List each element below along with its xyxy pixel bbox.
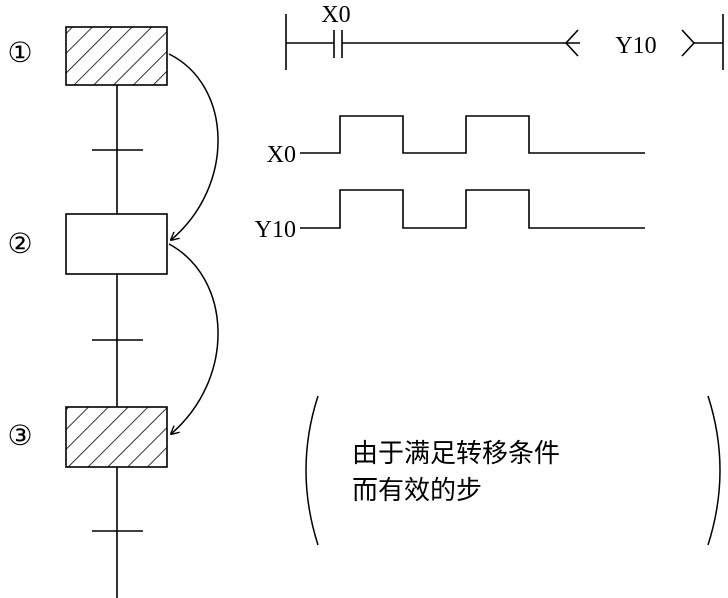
timing-label-x0: X0: [267, 142, 296, 168]
note-line-2: 而有效的步: [352, 476, 482, 506]
step-box-3: [65, 406, 168, 468]
waveform-y10: [300, 189, 645, 229]
transfer-arrow-2: [168, 243, 219, 434]
coil-left-bracket: [564, 29, 579, 57]
transfer-arrow-1: [168, 53, 219, 240]
step-box-1: [65, 26, 168, 86]
contact-label: X0: [321, 2, 350, 28]
step-label-3: ③: [7, 421, 32, 452]
step-box-2: [65, 213, 168, 275]
timing-label-y10: Y10: [255, 217, 296, 243]
coil-label: Y10: [615, 33, 656, 59]
coil-right-bracket: [681, 29, 696, 57]
waveform-x0: [300, 115, 645, 154]
note-left-paren: [305, 395, 319, 546]
step-label-1: ①: [7, 38, 32, 69]
step-label-2: ②: [7, 229, 32, 260]
note-line-1: 由于满足转移条件: [352, 439, 560, 469]
note-right-paren: [707, 395, 721, 546]
ladder-rung: [285, 14, 724, 70]
